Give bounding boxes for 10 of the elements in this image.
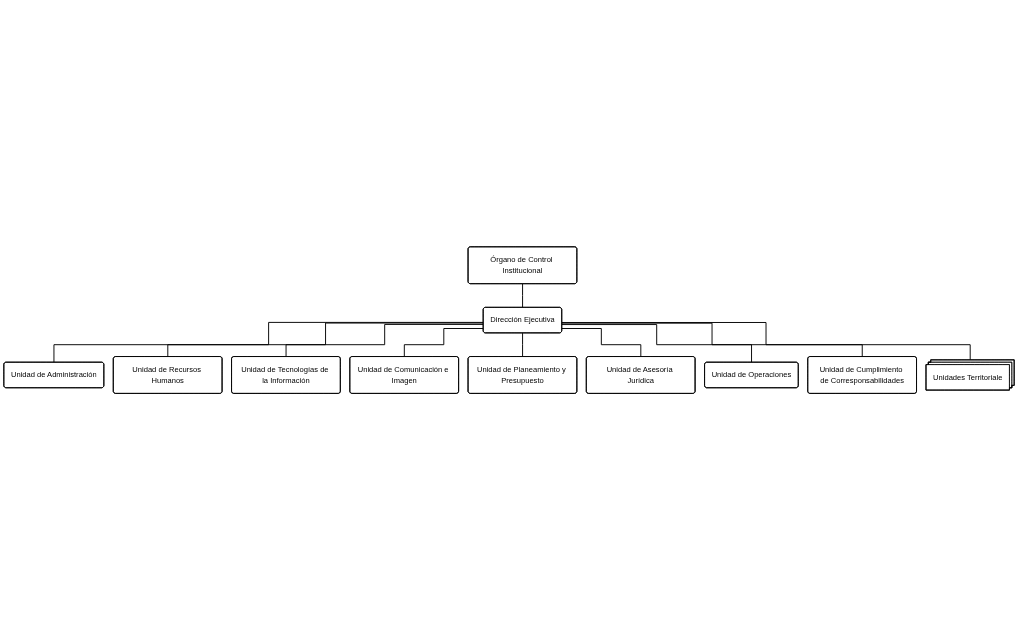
connector (53, 322, 484, 364)
connector (561, 323, 863, 358)
connector (522, 283, 524, 309)
connector (561, 322, 971, 361)
connector (522, 333, 524, 358)
connector (167, 322, 484, 358)
connector (561, 328, 642, 358)
connector (561, 324, 753, 364)
connector (285, 324, 484, 358)
connector (403, 328, 484, 358)
